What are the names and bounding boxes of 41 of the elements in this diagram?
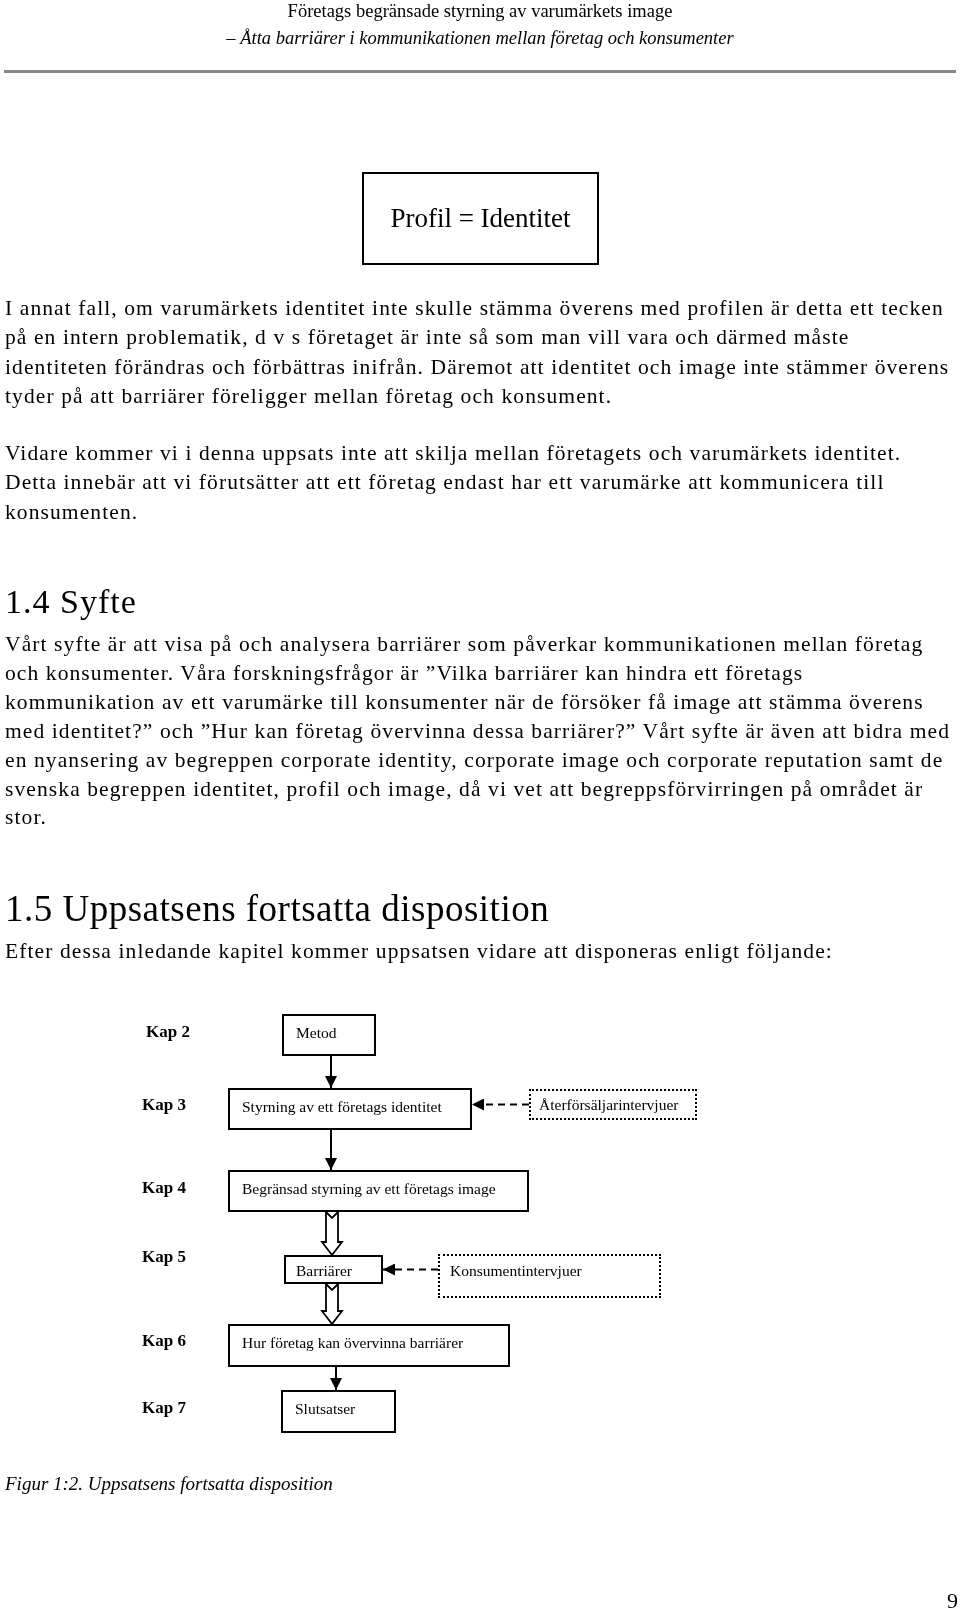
chapter-label: Kap 3 — [142, 1095, 187, 1115]
paragraph: I annat fall, om varumärkets identitet inte skulle stämma överens med profilen är detta ett tecken på en intern problematik, d v s företaget är inte så som man vill vara och därmed måste identiteten förändras och förbättras inifrån. Däremot att identitet och image inte stämmer överens tyder på att barriärer föreligger mellan företag och konsument. — [5, 295, 950, 410]
process-box — [362, 172, 599, 265]
dotted-box — [529, 1089, 697, 1120]
arrow — [330, 1366, 342, 1391]
block-arrow — [320, 1209, 344, 1257]
page-number: 9 — [946, 1587, 958, 1613]
box-label: Slutsatser — [295, 1400, 356, 1419]
paragraph: Vidare kommer vi i denna uppsats inte att skilja mellan företagets och varumärkets identitet. Detta innebär att vi förutsätter att ett företag endast har ett varumärke att kommunicera till konsumenten. — [5, 440, 903, 526]
arrow — [325, 1055, 337, 1089]
box-label: Återförsäljarintervjuer — [539, 1096, 679, 1115]
figure-caption: Figur 1:2. Uppsatsens fortsatta disposition — [5, 1473, 333, 1495]
arrow — [471, 1098, 530, 1111]
process-box — [282, 1014, 376, 1056]
box-label: Profil = Identitet — [390, 202, 571, 235]
section-heading: 1.5 Uppsatsens fortsatta disposition — [5, 887, 551, 931]
chapter-label: Kap 6 — [142, 1331, 187, 1351]
process-box — [228, 1170, 529, 1212]
block-arrow — [320, 1281, 344, 1326]
box-label: Konsumentintervjuer — [450, 1262, 582, 1281]
chapter-label: Kap 5 — [142, 1247, 187, 1267]
chapter-label: Kap 7 — [142, 1398, 187, 1418]
process-box — [228, 1088, 472, 1130]
process-box — [281, 1390, 396, 1433]
box-label: Metod — [296, 1024, 337, 1043]
arrow — [382, 1263, 439, 1276]
process-box — [228, 1324, 510, 1367]
running-header: Företags begränsade styrning av varumärkets image — [286, 0, 674, 22]
chapter-label: Kap 4 — [142, 1178, 187, 1198]
box-label: Hur företag kan övervinna barriärer — [242, 1334, 464, 1353]
paragraph: Efter dessa inledande kapitel kommer uppsatsen vidare att disponeras enligt följande: — [5, 938, 834, 965]
section-heading: 1.4 Syfte — [5, 582, 138, 622]
dotted-box — [438, 1254, 661, 1298]
box-label: Begränsad styrning av ett företags image — [242, 1180, 496, 1199]
running-subheader: – Åtta barriärer i kommunikationen mellan företag och konsumenter — [225, 27, 735, 49]
arrow — [325, 1129, 337, 1171]
box-label: Styrning av ett företags identitet — [242, 1098, 442, 1117]
chapter-label: Kap 2 — [146, 1022, 191, 1042]
box-label: Barriärer — [296, 1262, 352, 1281]
process-box — [284, 1255, 383, 1284]
paragraph: Vårt syfte är att visa på och analysera barriärer som påverkar kommunikationen mellan företag och konsumenter. Våra forskningsfrågor är ”Vilka barriärer kan hindra ett företags kommunikation av ett varumärke till konsumenter när de försöker få image att stämma överens med identitet?” och ”Hur kan företag övervinna dessa barriärer?” Vårt syfte är även att bidra med en nyansering av begreppen corporate identity, corporate image och corporate reputation samt de svenska begreppen identitet, profil och image, då vi vet att begreppsförvirringen på området är stor. — [5, 631, 950, 832]
